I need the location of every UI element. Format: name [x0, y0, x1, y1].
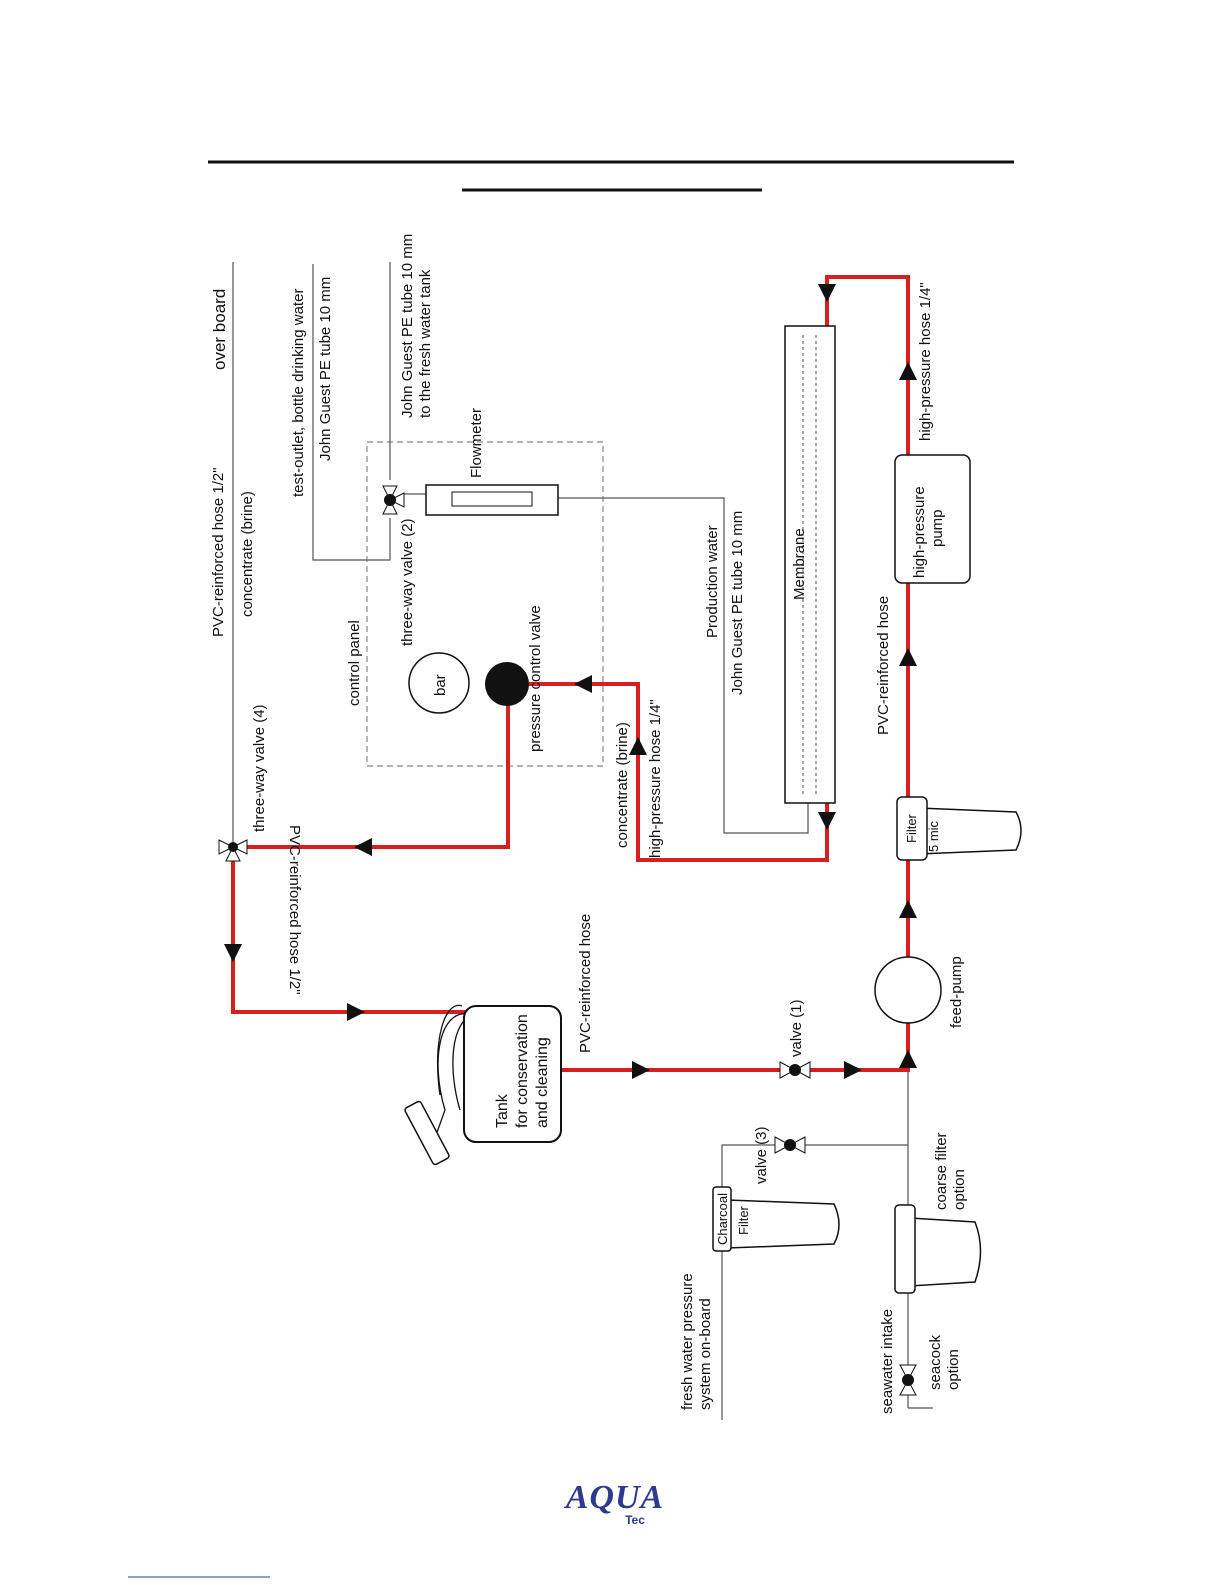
valves: [218, 485, 917, 1396]
seacock-valve-icon: [899, 1364, 917, 1396]
charcoal-filter: [712, 1186, 840, 1252]
label-flowmeter: Flowmeter: [468, 408, 485, 478]
label-over-board: over board: [210, 289, 229, 370]
coarse-filter: [894, 1204, 982, 1294]
label-valve-3: valve (3): [753, 1126, 770, 1184]
label-hp-pump-1: high-pressure: [911, 486, 928, 578]
label-filter-5mic-2: 5 mic: [926, 820, 941, 852]
three-way-valve-2-icon: [382, 485, 405, 515]
label-pressure-control-valve: pressure control valve: [527, 605, 544, 752]
label-hp-hose-quarter-1: high-pressure hose 1/4": [647, 699, 664, 858]
label-three-way-valve-4: three-way valve (4): [251, 704, 268, 832]
tank: [404, 1004, 562, 1166]
label-seacock-2: option: [945, 1349, 962, 1390]
label-coarse-filter-1: coarse filter: [933, 1132, 950, 1210]
label-test-outlet: test-outlet, bottle drinking water: [290, 289, 307, 497]
label-concentrate-brine: concentrate (brine): [239, 491, 256, 617]
aquatec-logo: AQUA Tec: [560, 1479, 670, 1527]
label-pvc-hose-half-2: PVC-reinforced hose 1/2": [286, 825, 303, 995]
filter-5-mic: [896, 796, 1022, 861]
label-pvc-hose-tank: PVC-reinforced hose: [577, 914, 594, 1053]
valve-3-icon: [774, 1136, 806, 1154]
label-tank-3: and cleaning: [534, 1037, 551, 1128]
label-three-way-valve-2: three-way valve (2): [399, 518, 416, 646]
label-membrane: Membrane: [791, 528, 808, 600]
three-way-valve-4-icon: [218, 839, 248, 862]
label-valve-1: valve (1): [788, 999, 805, 1057]
label-feed-pump: feed-pump: [948, 956, 965, 1028]
label-tank-1: Tank: [494, 1093, 511, 1128]
label-production-water: Production water: [704, 525, 721, 638]
label-control-panel: control panel: [346, 620, 363, 706]
label-jg-tube-tank-1: John Guest PE tube 10 mm: [399, 234, 416, 418]
label-seacock-1: seacock: [927, 1334, 944, 1390]
label-filter-5mic-1: Filter: [904, 813, 919, 843]
label-coarse-filter-2: option: [951, 1169, 968, 1210]
label-hp-pump-2: pump: [929, 509, 946, 547]
label-jg-tube: John Guest PE tube 10 mm: [317, 277, 334, 461]
label-pvc-hose-right: PVC-reinforced hose: [875, 596, 892, 735]
label-fresh-water-2: system on-board: [697, 1298, 714, 1410]
logo-sub: Tec: [625, 1513, 645, 1527]
label-fresh-water-1: fresh water pressure: [679, 1273, 696, 1410]
label-seawater-intake: seawater intake: [879, 1309, 896, 1414]
label-tank-2: for conservation: [514, 1014, 531, 1128]
logo-main: AQUA: [565, 1479, 665, 1516]
membrane: [784, 325, 836, 804]
label-hp-hose-quarter-2: high-pressure hose 1/4": [917, 282, 934, 441]
label-jg-tube-prod: John Guest PE tube 10 mm: [729, 511, 746, 695]
label-jg-tube-tank-2: to the fresh water tank: [417, 269, 434, 418]
label-charcoal-filter: Filter: [736, 1205, 751, 1235]
flow-arrows: [224, 284, 917, 1079]
flowmeter: [425, 484, 559, 516]
high-pressure-pump: [894, 454, 971, 584]
labels: over board PVC-reinforced hose 1/2" conc…: [210, 234, 968, 1414]
label-bar: bar: [432, 674, 449, 696]
label-pvc-hose-half: PVC-reinforced hose 1/2": [210, 467, 227, 637]
valve-1-icon: [779, 1061, 811, 1079]
label-charcoal: Charcoal: [715, 1193, 730, 1245]
feed-pump: [874, 956, 942, 1024]
pressure-control-valve-icon: [485, 662, 529, 706]
thin-lines: [232, 262, 933, 1420]
pressure-gauge: [408, 652, 470, 714]
label-concentrate-brine-2: concentrate (brine): [614, 722, 631, 848]
